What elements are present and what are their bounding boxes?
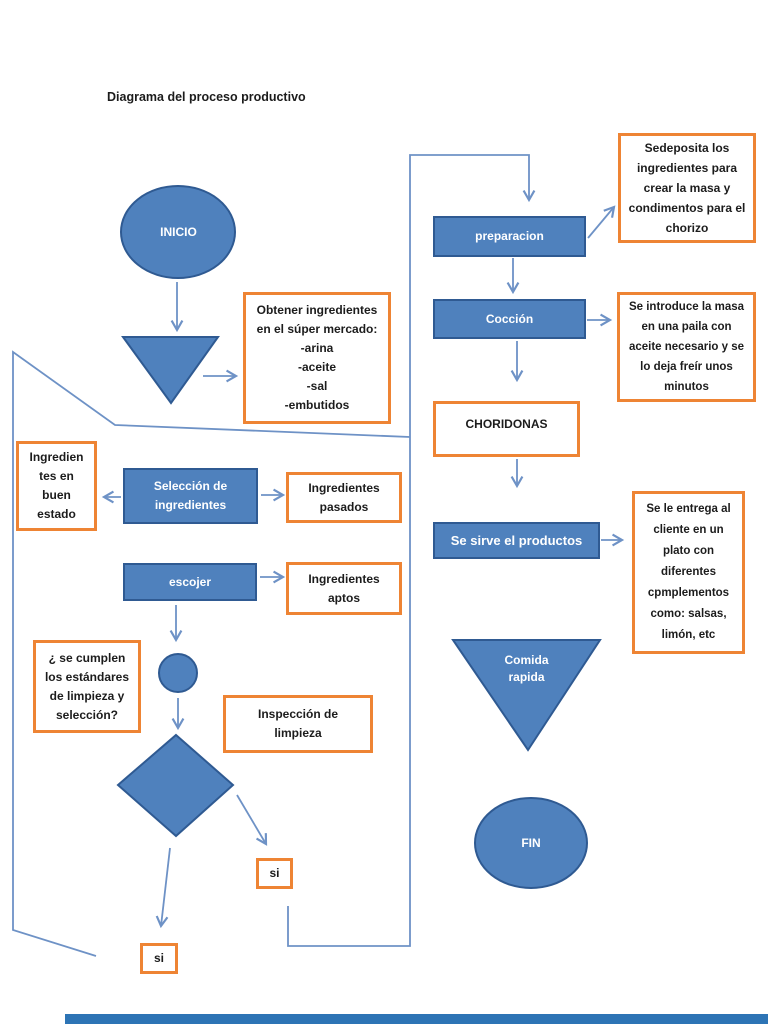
inspection-circle <box>158 653 198 693</box>
note-choridonas: CHORIDONAS <box>433 401 580 457</box>
note-inspeccion: Inspección de limpieza <box>223 695 373 753</box>
page-title: Diagrama del proceso productivo <box>107 90 306 104</box>
note-deposita: Sedeposita los ingredientes para crear l… <box>618 133 756 243</box>
market-triangle <box>121 336 220 405</box>
process-seleccion: Selección de ingredientes <box>123 468 258 524</box>
note-aptos: Ingredientes aptos <box>286 562 402 615</box>
arrow-diamond-si-right <box>236 794 268 846</box>
inicio-ellipse <box>120 185 236 279</box>
process-coccion: Cocción <box>433 299 586 339</box>
inicio-label: INICIO <box>160 225 197 239</box>
connector-left-return <box>12 350 411 957</box>
fin-label: FIN <box>521 835 541 850</box>
connector-si-to-preparacion <box>287 154 536 947</box>
arrow-diamond-si-left <box>155 847 171 929</box>
arrow-preparacion-deposita <box>587 205 616 239</box>
note-obtener: Obtener ingredientes en el súper mercado… <box>243 292 391 424</box>
comida-rapida-label: Comida rapida <box>504 653 549 684</box>
decision-diamond <box>116 733 235 838</box>
note-si-left: si <box>140 943 178 974</box>
note-si-right: si <box>256 858 293 889</box>
process-escojer: escojer <box>123 563 257 601</box>
process-sirve: Se sirve el productos <box>433 522 600 559</box>
footer-bar <box>65 1014 768 1024</box>
note-introduce: Se introduce la masa en una paila con ac… <box>617 292 756 402</box>
note-buen-estado: Ingredien tes en buen estado <box>16 441 97 531</box>
process-preparacion: preparacion <box>433 216 586 257</box>
fin-ellipse <box>474 797 588 889</box>
comida-triangle <box>451 639 602 752</box>
note-entrega: Se le entrega al cliente en un plato con… <box>632 491 745 654</box>
note-pasados: Ingredientes pasados <box>286 472 402 523</box>
note-estandares: ¿ se cumplen los estándares de limpieza … <box>33 640 141 733</box>
